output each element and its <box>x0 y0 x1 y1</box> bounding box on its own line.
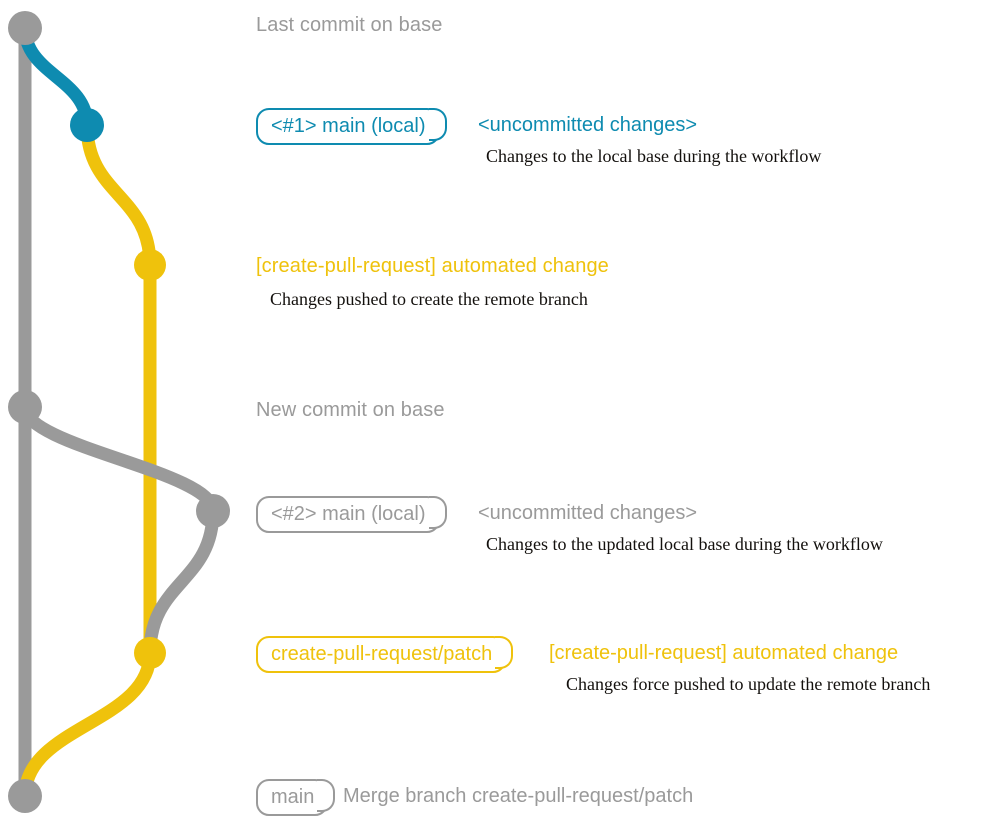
ref-pill-local-2-label[interactable]: <#2> main (local) <box>256 496 447 533</box>
commit-dot-local-1[interactable] <box>70 108 104 142</box>
commit-subject-remote-commit-2: [create-pull-request] automated change <box>549 642 899 664</box>
commit-subject-new-commit-on-base: New commit on base <box>256 399 445 421</box>
ref-pill-local-2[interactable]: <#2> main (local) <box>256 496 447 533</box>
commit-subject-merge-commit: Merge branch create-pull-request/patch <box>343 785 694 807</box>
commit-subject-remote-commit-1: [create-pull-request] automated change <box>256 255 609 277</box>
commit-dot-base-head[interactable] <box>8 11 42 45</box>
ref-pill-remote-branch-label[interactable]: create-pull-request/patch <box>256 636 514 673</box>
ref-pill-main[interactable]: main <box>256 779 336 816</box>
commit-subject-local-commit-2: <uncommitted changes> <box>478 502 698 524</box>
commit-subject-last-commit-on-base: Last commit on base <box>256 14 443 36</box>
commit-dots <box>8 11 230 813</box>
ref-pill-main-label[interactable]: main <box>256 779 336 816</box>
ref-pill-local-1[interactable]: <#1> main (local) <box>256 108 447 145</box>
commit-subject-local-commit-1: <uncommitted changes> <box>478 114 698 136</box>
commit-description-local-commit-2: Changes to the updated local base during… <box>486 534 883 554</box>
commit-dot-remote-1[interactable] <box>134 249 166 281</box>
commit-description-remote-commit-2: Changes force pushed to update the remot… <box>566 674 931 694</box>
commit-description-local-commit-1: Changes to the local base during the wor… <box>486 146 822 166</box>
ref-pill-remote-branch[interactable]: create-pull-request/patch <box>256 636 514 673</box>
commit-description-remote-commit-1: Changes pushed to create the remote bran… <box>270 289 588 309</box>
commit-dot-local-2[interactable] <box>196 494 230 528</box>
commit-dot-merge[interactable] <box>8 779 42 813</box>
commit-dot-base-new[interactable] <box>8 390 42 424</box>
edge-local2-to-remote2 <box>143 504 220 660</box>
ref-pill-local-1-label[interactable]: <#1> main (local) <box>256 108 447 145</box>
edge-local1-to-remote1 <box>80 118 157 272</box>
edge-remote2-to-merge <box>18 646 157 803</box>
commit-dot-remote-2[interactable] <box>134 637 166 669</box>
